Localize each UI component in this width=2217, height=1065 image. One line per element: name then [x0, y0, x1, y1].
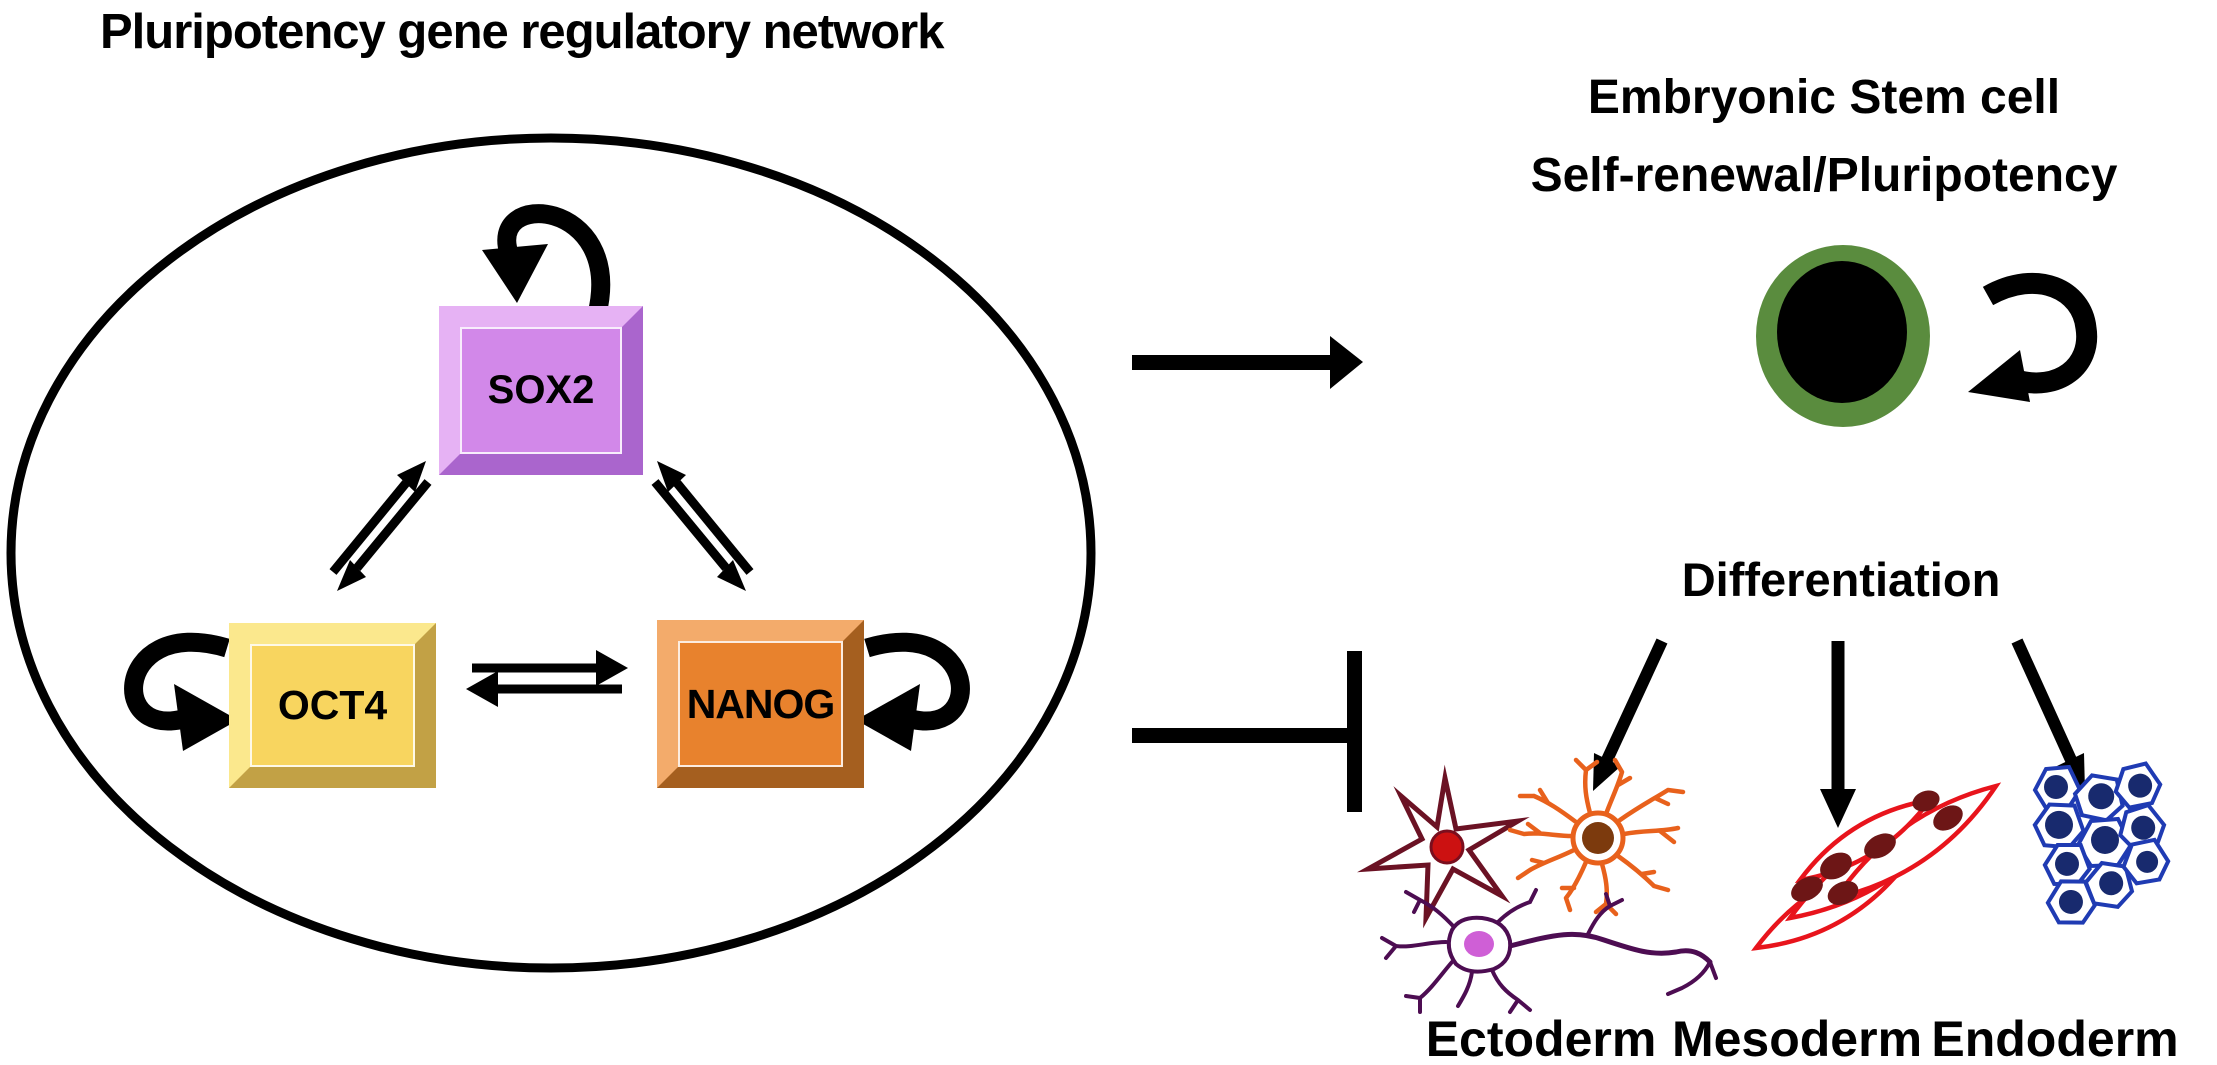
esc-label-line1: Embryonic Stem cell [1587, 71, 2061, 124]
gene-box-oct4: OCT4 [229, 623, 436, 788]
activation-arrow-icon [1132, 336, 1363, 389]
germ-layer-label-mesoderm: Mesoderm [1671, 1011, 1923, 1065]
mutual-arrows-oct4-nanog [466, 650, 628, 707]
ectoderm-cells-illustration [1357, 757, 1718, 1014]
glial-cell-icon [1507, 757, 1686, 917]
gene-box-sox2: SOX2 [439, 306, 643, 475]
gene-box-nanog: NANOG [657, 620, 864, 788]
endoderm-cells-illustration [2032, 761, 2171, 925]
stem-cell-icon [1756, 245, 1930, 427]
figure-title: Pluripotency gene regulatory network [100, 5, 944, 59]
mutual-arrows-sox2-nanog [651, 461, 754, 591]
germ-layer-label-endoderm: Endoderm [1931, 1011, 2179, 1065]
oct4-self-loop-arrow [124, 632, 238, 751]
neuron-cell-icon [1380, 888, 1718, 1014]
gene-label-sox2: SOX2 [460, 327, 622, 454]
sox2-self-loop-arrow [482, 204, 611, 317]
pluripotency-network-ellipse [6, 133, 1096, 973]
differentiation-arrow-left [1593, 638, 1668, 791]
gene-label-oct4: OCT4 [250, 644, 415, 767]
mutual-arrows-sox2-oct4 [329, 461, 432, 591]
self-renewal-arrow-icon [1968, 272, 2098, 402]
differentiation-label: Differentiation [1681, 553, 2001, 606]
esc-label-line2: Self-renewal/Pluripotency [1530, 149, 2118, 202]
nanog-self-loop-arrow [856, 632, 970, 751]
inhibition-bar-icon [1132, 651, 1362, 812]
differentiation-arrow-middle [1820, 641, 1856, 828]
germ-layer-label-ectoderm: Ectoderm [1425, 1011, 1657, 1065]
astrocyte-cell-icon [1357, 764, 1530, 929]
gene-label-nanog: NANOG [678, 641, 843, 767]
mesoderm-cells-illustration [1751, 782, 2002, 951]
